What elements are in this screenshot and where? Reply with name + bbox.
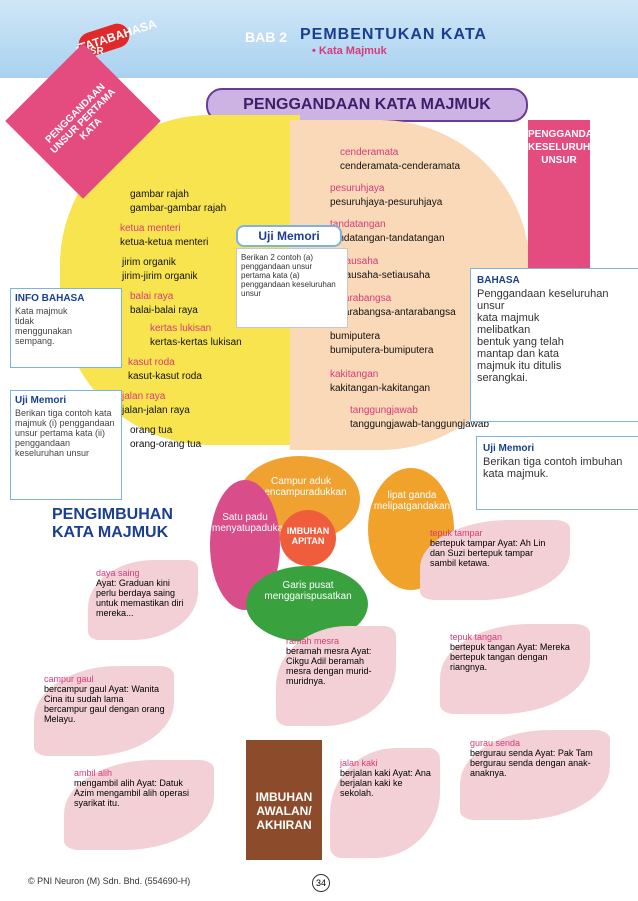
info-left-line-1: Kata majmuk — [15, 306, 68, 316]
info-right-line-5: mantap dan kata — [477, 348, 559, 360]
info-left-line-4: sempang. — [15, 336, 55, 346]
uji-left-box: Uji Memori Berikan tiga contoh kata majm… — [10, 390, 122, 500]
trunk-label: IMBUHAN AWALAN/ AKHIRAN — [255, 790, 313, 832]
info-left-line-2: tidak — [15, 316, 35, 326]
info-right-line-3: melibatkan — [477, 324, 531, 336]
info-right-header: BAHASA — [477, 275, 520, 286]
uji-center-title: Uji Memori — [236, 225, 342, 247]
flower-center — [280, 510, 336, 566]
info-left-header: INFO BAHASA — [15, 293, 85, 304]
chapter-subtitle: • Kata Majmuk — [312, 45, 387, 57]
info-right-line-1: Penggandaan keseluruhan unsur — [477, 288, 609, 312]
uji-right-text: Berikan tiga contoh imbuhan kata majmuk. — [483, 456, 623, 480]
info-right-line-2: kata majmuk — [477, 312, 540, 324]
flower-center-label: IMBUHAN APITAN — [286, 526, 330, 546]
info-right-line-4: bentuk yang telah — [477, 336, 564, 348]
pengimbuhan-title: PENGIMBUHAN KATA MAJMUK — [52, 506, 173, 541]
info-left-line-3: menggunakan — [15, 326, 73, 336]
info-right-box: BAHASA Penggandaan keseluruhan unsur kat… — [470, 268, 638, 422]
uji-left-title: Uji Memori — [15, 395, 67, 406]
uji-right-title: Uji Memori — [483, 443, 535, 454]
info-left-box: INFO BAHASA Kata majmuk tidak menggunaka… — [10, 288, 122, 368]
uji-center-box: Berikan 2 contoh (a) penggandaan unsur p… — [236, 248, 348, 328]
right-tag: PENGGANDAAN KESELURUHAN UNSUR — [528, 120, 607, 268]
tree-trunk — [246, 740, 322, 860]
bab-label: BAB 2 — [245, 29, 288, 45]
info-right-line-7: serangkai. — [477, 372, 528, 384]
info-right-line-6: majmuk itu ditulis — [477, 360, 562, 372]
footer: © PNI Neuron (M) Sdn. Bhd. (554690-H) — [28, 876, 191, 886]
chapter-title: PEMBENTUKAN KATA — [300, 26, 487, 43]
page-number: 34 — [312, 874, 330, 892]
uji-left-text: Berikan tiga contoh kata majmuk (i) peng… — [15, 408, 115, 458]
uji-right-box: Uji Memori Berikan tiga contoh imbuhan k… — [476, 436, 638, 510]
